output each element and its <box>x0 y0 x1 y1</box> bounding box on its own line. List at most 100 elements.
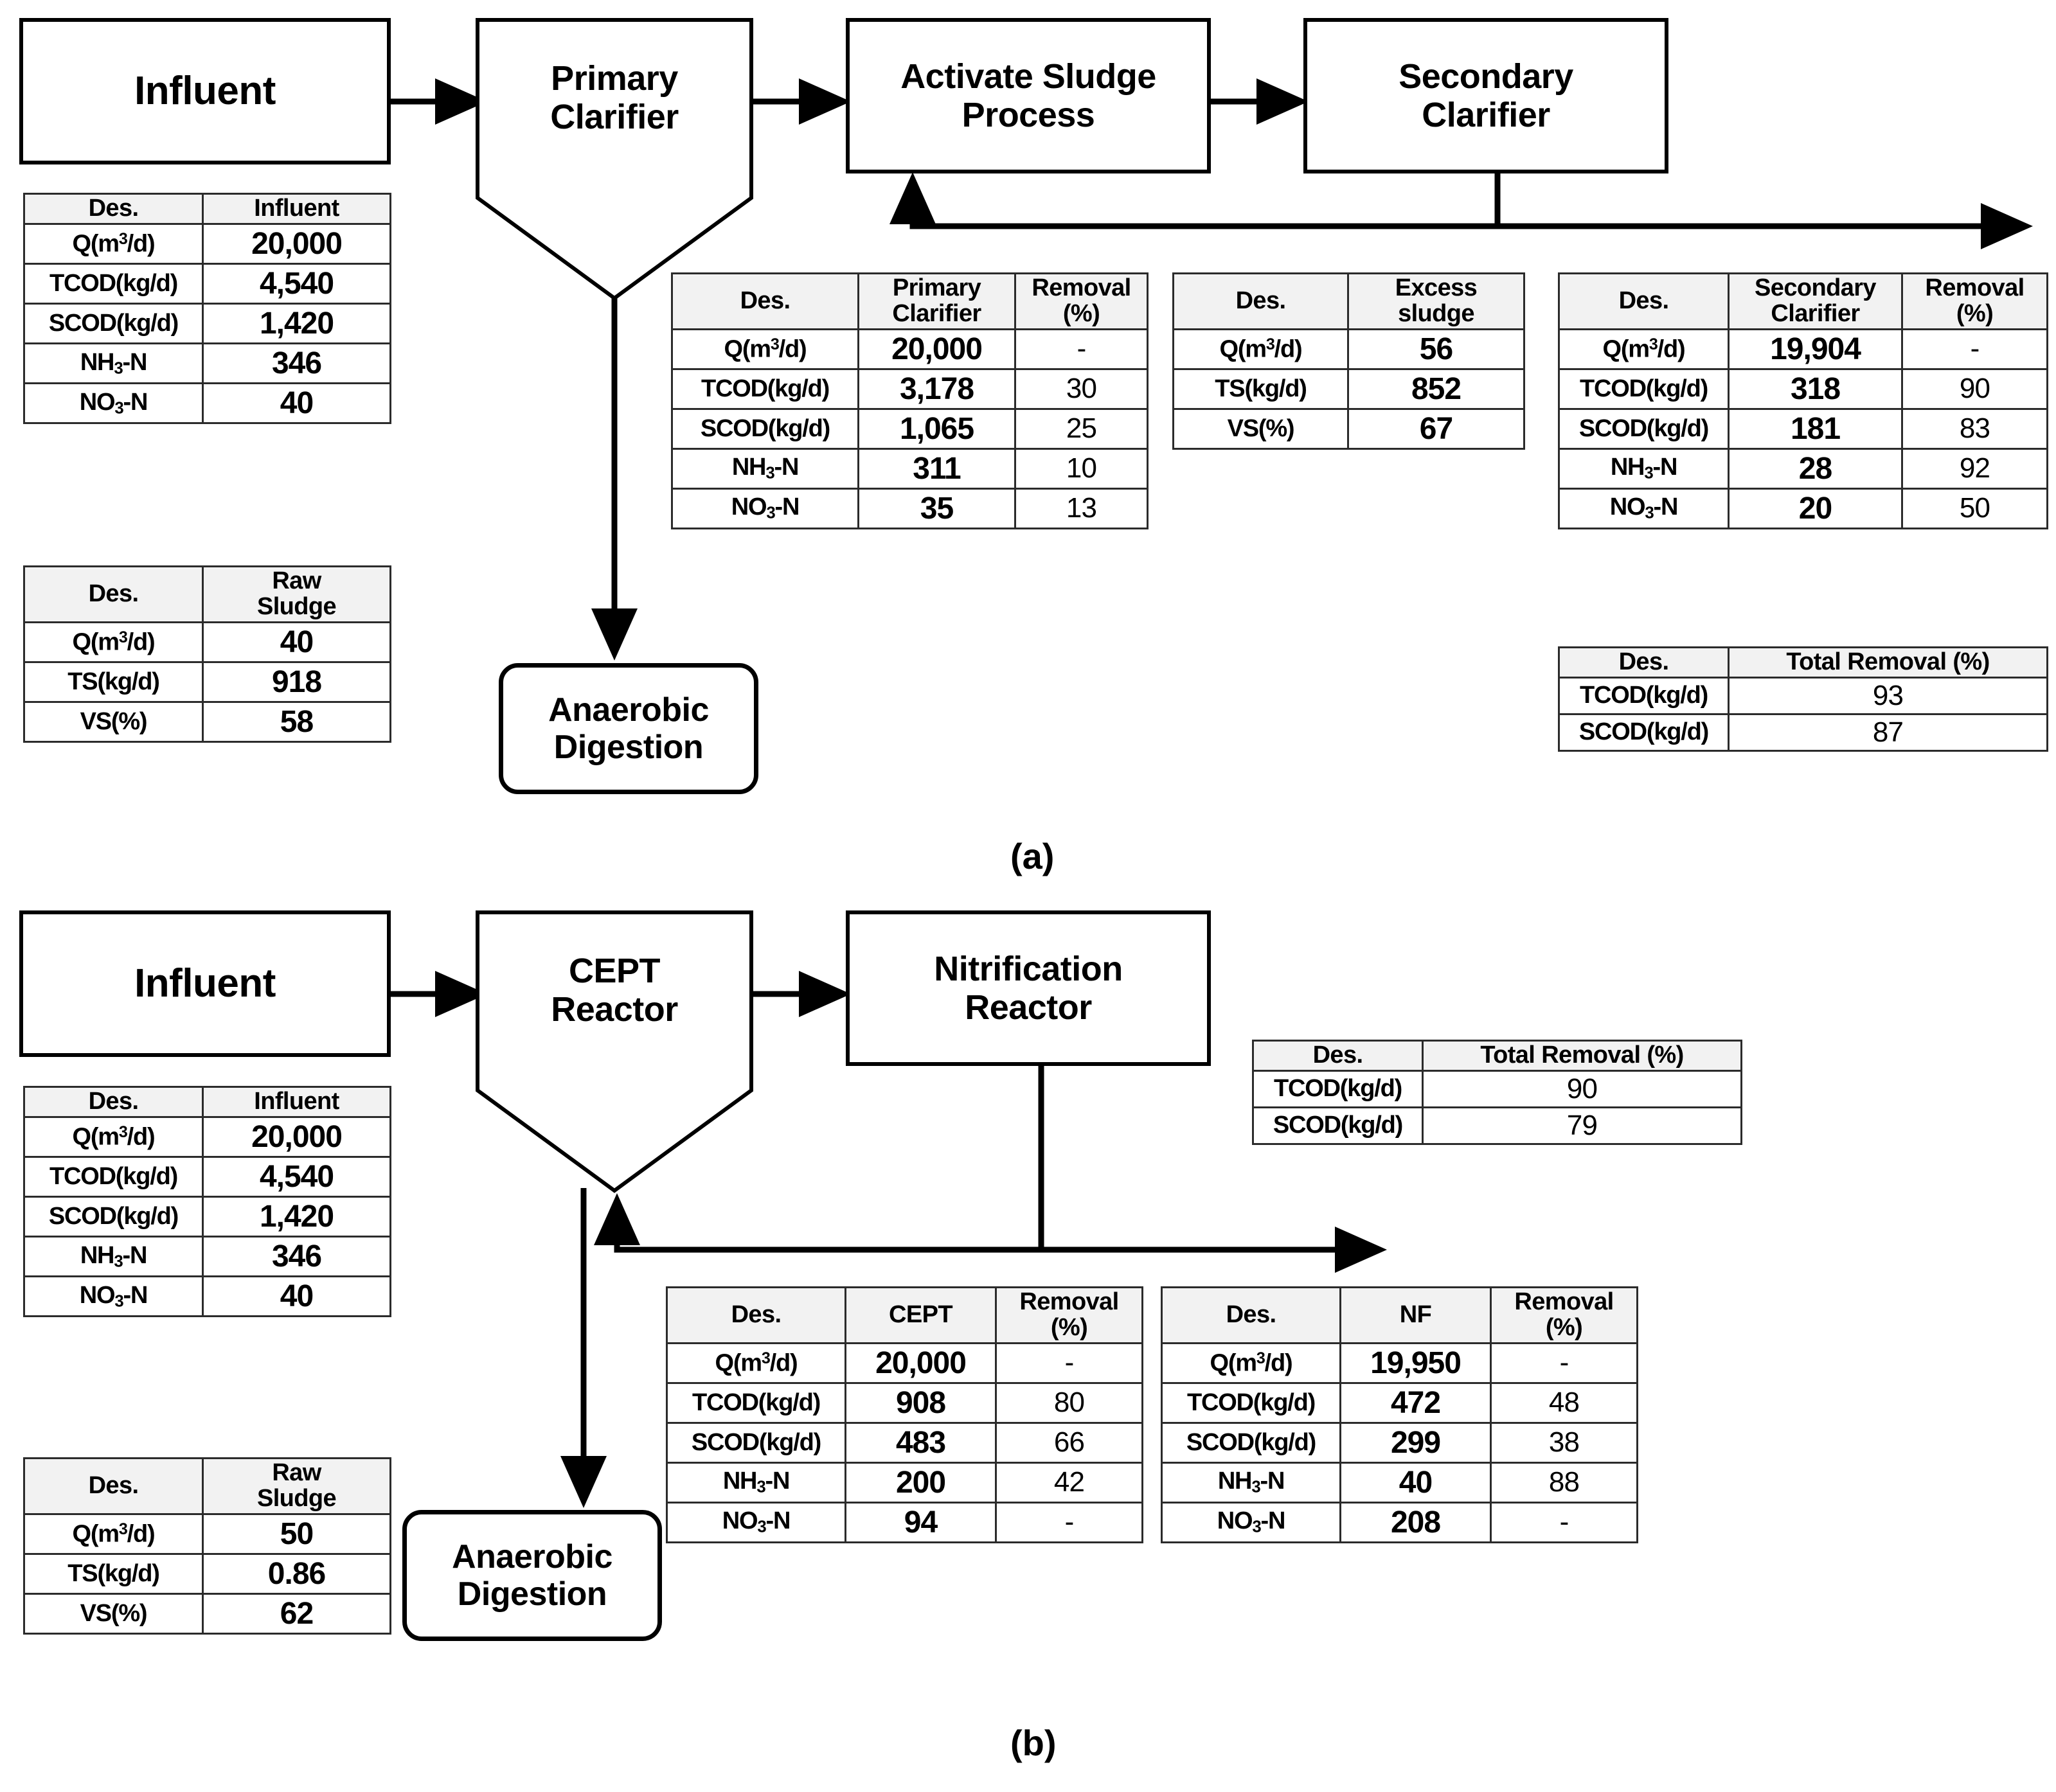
row-value-tcod: 90 <box>1422 1069 1742 1108</box>
table-row: Q(m3/d) 20,000 - <box>666 1342 1143 1384</box>
row-label-q: Q(m3/d) <box>23 222 204 265</box>
panel-b-anaerobic-digestion-box[interactable]: Anaerobic Digestion <box>402 1510 662 1641</box>
row-label-q: Q(m3/d) <box>1161 1342 1341 1384</box>
panel-a-secondary-clarifier-box[interactable]: Secondary Clarifier <box>1303 18 1668 173</box>
row-value-vs: 67 <box>1347 407 1525 450</box>
col-header-total-removal: Total Removal (%) <box>1728 646 2048 679</box>
row-value-q: 40 <box>202 621 391 663</box>
table-row: NH3-N 346 <box>23 1235 391 1277</box>
panel-b-cept-reactor-node[interactable]: CEPT Reactor <box>476 910 753 1193</box>
table-row: SCOD(kg/d) 483 66 <box>666 1421 1143 1464</box>
row-label-tcod: TCOD(kg/d) <box>671 368 859 410</box>
row-label-no3n: NO3-N <box>23 382 204 424</box>
panel-b-nf-table: Des. NF Removal (%) Q(m3/d) 19,950 - TCO… <box>1161 1286 1638 1543</box>
table-row: VS(%) 67 <box>1172 407 1525 450</box>
row-removal-q: - <box>995 1342 1143 1384</box>
row-value-no3n: 35 <box>857 487 1016 529</box>
row-value-scod: 1,065 <box>857 407 1016 450</box>
table-row: NH3-N 28 92 <box>1558 447 2048 490</box>
panel-b-nitrification-reactor-label: Nitrification Reactor <box>934 949 1123 1027</box>
table-row: TCOD(kg/d) 472 48 <box>1161 1381 1638 1424</box>
row-label-scod: SCOD(kg/d) <box>1161 1421 1341 1464</box>
panel-a-raw-sludge-table: Des. Raw Sludge Q(m3/d) 40 TS(kg/d) 918 … <box>23 565 391 743</box>
row-value-tcod: 472 <box>1339 1381 1492 1424</box>
col-header-des: Des. <box>666 1286 846 1344</box>
table-row: NH3-N 311 10 <box>671 447 1149 490</box>
panel-a-activated-sludge-label: Activate Sludge Process <box>900 57 1156 134</box>
row-label-no3n: NO3-N <box>1558 487 1730 529</box>
row-value-q: 50 <box>202 1513 391 1555</box>
row-value-scod: 181 <box>1728 407 1903 450</box>
table-row: NH3-N 346 <box>23 342 391 384</box>
row-label-scod: SCOD(kg/d) <box>1252 1106 1424 1145</box>
table-row: NO3-N 40 <box>23 382 391 424</box>
table-header-row: Des. Total Removal (%) <box>1558 646 2048 679</box>
row-removal-nh3n: 10 <box>1014 447 1149 490</box>
table-row: NH3-N 40 88 <box>1161 1461 1638 1504</box>
table-row: VS(%) 58 <box>23 700 391 743</box>
col-header-removal: Removal (%) <box>1014 272 1149 330</box>
row-label-scod: SCOD(kg/d) <box>666 1421 846 1464</box>
panel-a-influent-label: Influent <box>134 69 276 114</box>
table-row: NO3-N 208 - <box>1161 1501 1638 1543</box>
table-row: Q(m3/d) 20,000 - <box>671 328 1149 370</box>
row-value-tcod: 4,540 <box>202 262 391 305</box>
row-value-tcod: 93 <box>1728 676 2048 715</box>
row-removal-no3n: - <box>1490 1501 1638 1543</box>
row-removal-scod: 38 <box>1490 1421 1638 1464</box>
table-header-row: Des. Raw Sludge <box>23 565 391 623</box>
col-header-des: Des. <box>23 565 204 623</box>
table-row: SCOD(kg/d) 299 38 <box>1161 1421 1638 1464</box>
panel-a-secondary-clarifier-label: Secondary Clarifier <box>1399 57 1573 134</box>
row-removal-scod: 83 <box>1901 407 2048 450</box>
panel-a-primary-clarifier-table: Des. Primary Clarifier Removal (%) Q(m3/… <box>671 272 1149 529</box>
col-header-secondary-clarifier: Secondary Clarifier <box>1728 272 1903 330</box>
panel-b-raw-sludge-table: Des. Raw Sludge Q(m3/d) 50 TS(kg/d) 0.86… <box>23 1457 391 1635</box>
row-removal-scod: 25 <box>1014 407 1149 450</box>
row-value-scod: 1,420 <box>202 1195 391 1238</box>
table-row: NO3-N 35 13 <box>671 487 1149 529</box>
table-row: TCOD(kg/d) 3,178 30 <box>671 368 1149 410</box>
row-removal-q: - <box>1014 328 1149 370</box>
panel-a-secondary-clarifier-table: Des. Secondary Clarifier Removal (%) Q(m… <box>1558 272 2048 529</box>
row-value-ts: 0.86 <box>202 1552 391 1595</box>
row-value-tcod: 4,540 <box>202 1155 391 1198</box>
panel-b-cept-reactor-label: CEPT Reactor <box>551 951 678 1029</box>
table-row: TCOD(kg/d) 93 <box>1558 676 2048 715</box>
panel-a-anaerobic-digestion-box[interactable]: Anaerobic Digestion <box>499 663 758 794</box>
row-removal-tcod: 48 <box>1490 1381 1638 1424</box>
row-removal-nh3n: 92 <box>1901 447 2048 490</box>
table-row: Q(m3/d) 40 <box>23 621 391 663</box>
col-header-cept: CEPT <box>845 1286 997 1344</box>
row-label-nh3n: NH3-N <box>23 342 204 384</box>
row-value-no3n: 208 <box>1339 1501 1492 1543</box>
table-header-row: Des. Influent <box>23 193 391 225</box>
row-value-no3n: 20 <box>1728 487 1903 529</box>
panel-b-influent-box[interactable]: Influent <box>19 910 391 1057</box>
row-value-nh3n: 346 <box>202 342 391 384</box>
panel-a-influent-box[interactable]: Influent <box>19 18 391 164</box>
panel-b-nitrification-reactor-box[interactable]: Nitrification Reactor <box>846 910 1211 1066</box>
row-removal-scod: 66 <box>995 1421 1143 1464</box>
col-header-nf: NF <box>1339 1286 1492 1344</box>
row-value-nh3n: 28 <box>1728 447 1903 490</box>
panel-b-influent-table: Des. Influent Q(m3/d) 20,000 TCOD(kg/d) … <box>23 1086 391 1317</box>
table-row: TS(kg/d) 0.86 <box>23 1552 391 1595</box>
panel-b-anaerobic-digestion-label: Anaerobic Digestion <box>452 1538 612 1613</box>
row-value-q: 19,950 <box>1339 1342 1492 1384</box>
row-label-no3n: NO3-N <box>671 487 859 529</box>
row-label-nh3n: NH3-N <box>1558 447 1730 490</box>
col-header-des: Des. <box>1558 272 1730 330</box>
panel-a-activated-sludge-box[interactable]: Activate Sludge Process <box>846 18 1211 173</box>
col-header-removal: Removal (%) <box>995 1286 1143 1344</box>
table-header-row: Des. Influent <box>23 1086 391 1118</box>
panel-a-influent-table: Des. Influent Q(m3/d) 20,000 TCOD(kg/d) … <box>23 193 391 424</box>
panel-a-primary-clarifier-node[interactable]: Primary Clarifier <box>476 18 753 301</box>
panel-a-caption: (a) <box>1010 836 1055 876</box>
row-label-vs: VS(%) <box>1172 407 1349 450</box>
table-row: SCOD(kg/d) 1,420 <box>23 1195 391 1238</box>
row-label-scod: SCOD(kg/d) <box>1558 713 1730 752</box>
row-label-vs: VS(%) <box>23 1592 204 1635</box>
table-header-row: Des. NF Removal (%) <box>1161 1286 1638 1344</box>
row-value-vs: 58 <box>202 700 391 743</box>
